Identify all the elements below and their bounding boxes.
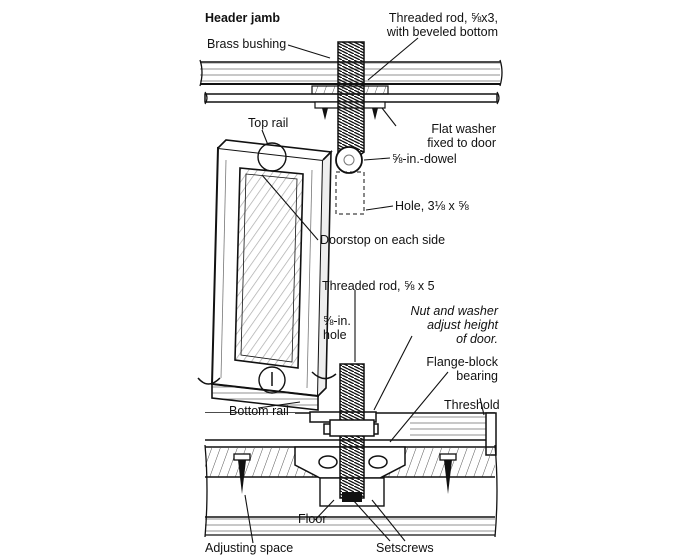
label-flat-washer: Flat washer fixed to door (400, 122, 496, 150)
label-flat-washer-line1: Flat washer (431, 122, 496, 136)
label-flange-block-line2: bearing (456, 369, 498, 383)
label-threaded-rod-top-line2: with beveled bottom (386, 25, 498, 39)
bottom-rail-callout (258, 366, 286, 394)
label-hole-line2: hole (323, 328, 347, 342)
label-nut-washer: Nut and washer adjust height of door. (390, 304, 498, 346)
label-threshold: Threshold (444, 398, 500, 412)
label-hole: ⅝-in. hole (323, 314, 351, 342)
label-adjusting-space: Adjusting space (205, 541, 294, 555)
label-threaded-rod-bottom: Threaded rod, ⅝ x 5 (322, 279, 435, 293)
label-header-jamb: Header jamb (205, 11, 281, 25)
dowel-hole (335, 171, 365, 215)
label-doorstop: Doorstop on each side (320, 233, 446, 247)
top-threaded-rod (337, 41, 365, 163)
leader-lines (244, 37, 485, 544)
label-threaded-rod-top: Threaded rod, ⅝x3, with beveled bottom (366, 11, 498, 39)
label-nut-washer-line1: Nut and washer (410, 304, 498, 318)
door-frame (210, 139, 333, 411)
label-flange-block-line1: Flange-block (426, 355, 498, 369)
left-screw (233, 453, 251, 494)
top-rail-callout (257, 142, 287, 172)
label-hole-size: Hole, 3⅛ x ⅝ (395, 199, 469, 213)
label-hole-line1: ⅝-in. (323, 314, 351, 328)
rotation-arrow-left (197, 377, 221, 385)
label-floor: Floor (298, 512, 327, 526)
dowel (335, 146, 363, 174)
label-threaded-rod-top-line1: Threaded rod, ⅝x3, (388, 11, 498, 25)
label-setscrews: Setscrews (376, 541, 434, 555)
label-nut-washer-line2: adjust height (427, 318, 498, 332)
right-screw (439, 453, 457, 494)
label-flange-block: Flange-block bearing (405, 355, 498, 383)
label-dowel: ⅝-in.-dowel (392, 152, 457, 166)
bottom-threaded-rod (329, 363, 375, 502)
rotation-arrow-right (311, 371, 337, 380)
label-flat-washer-line2: fixed to door (427, 136, 496, 150)
label-bottom-rail: Bottom rail (229, 404, 289, 418)
label-brass-bushing: Brass bushing (207, 37, 287, 51)
label-top-rail: Top rail (248, 116, 289, 130)
threshold (205, 412, 497, 456)
label-nut-washer-line3: of door. (456, 332, 498, 346)
